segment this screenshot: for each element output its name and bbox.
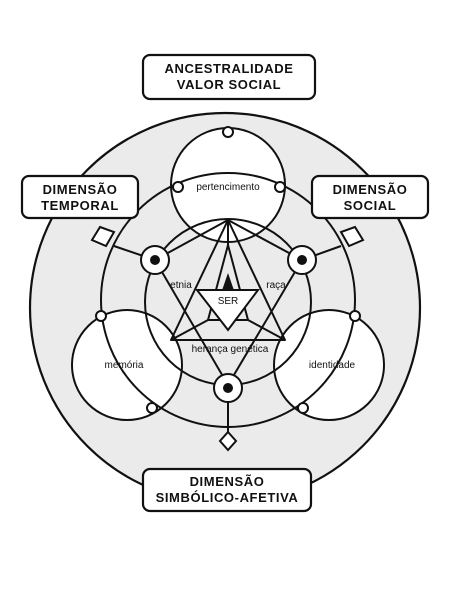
- top-box-line1: ANCESTRALIDADE: [164, 61, 293, 76]
- circle-memoria: [71, 309, 183, 421]
- label-heranca-genetica: herança genética: [192, 344, 269, 355]
- node-left: [140, 245, 170, 275]
- bottom-box-line2: SIMBÓLICO-AFETIVA: [156, 490, 299, 505]
- label-raca: raça: [266, 280, 286, 291]
- label-memoria: memória: [105, 360, 144, 371]
- left-box-line2: TEMPORAL: [41, 198, 119, 213]
- circle-identidade: [273, 309, 385, 421]
- box-dimensao-simbolico: [141, 467, 313, 513]
- node-right: [287, 245, 317, 275]
- diamond-markers: [90, 225, 365, 452]
- label-ser: SER: [218, 296, 239, 307]
- top-box-line2: VALOR SOCIAL: [177, 77, 281, 92]
- right-box-line2: SOCIAL: [344, 198, 397, 213]
- left-box-line1: DIMENSÃO: [43, 182, 118, 197]
- label-identidade: identidade: [309, 360, 356, 371]
- node-bottom: [213, 373, 243, 403]
- label-pertencimento: pertencimento: [196, 182, 260, 193]
- box-ancestralidade: [141, 53, 317, 101]
- label-etnia: etnia: [170, 280, 192, 291]
- right-box-line1: DIMENSÃO: [333, 182, 408, 197]
- bottom-box-line1: DIMENSÃO: [190, 474, 265, 489]
- box-dimensao-social: [310, 174, 430, 220]
- small-nodes: [95, 126, 361, 414]
- box-dimensao-temporal: [20, 174, 140, 220]
- core-triangle: [194, 241, 260, 332]
